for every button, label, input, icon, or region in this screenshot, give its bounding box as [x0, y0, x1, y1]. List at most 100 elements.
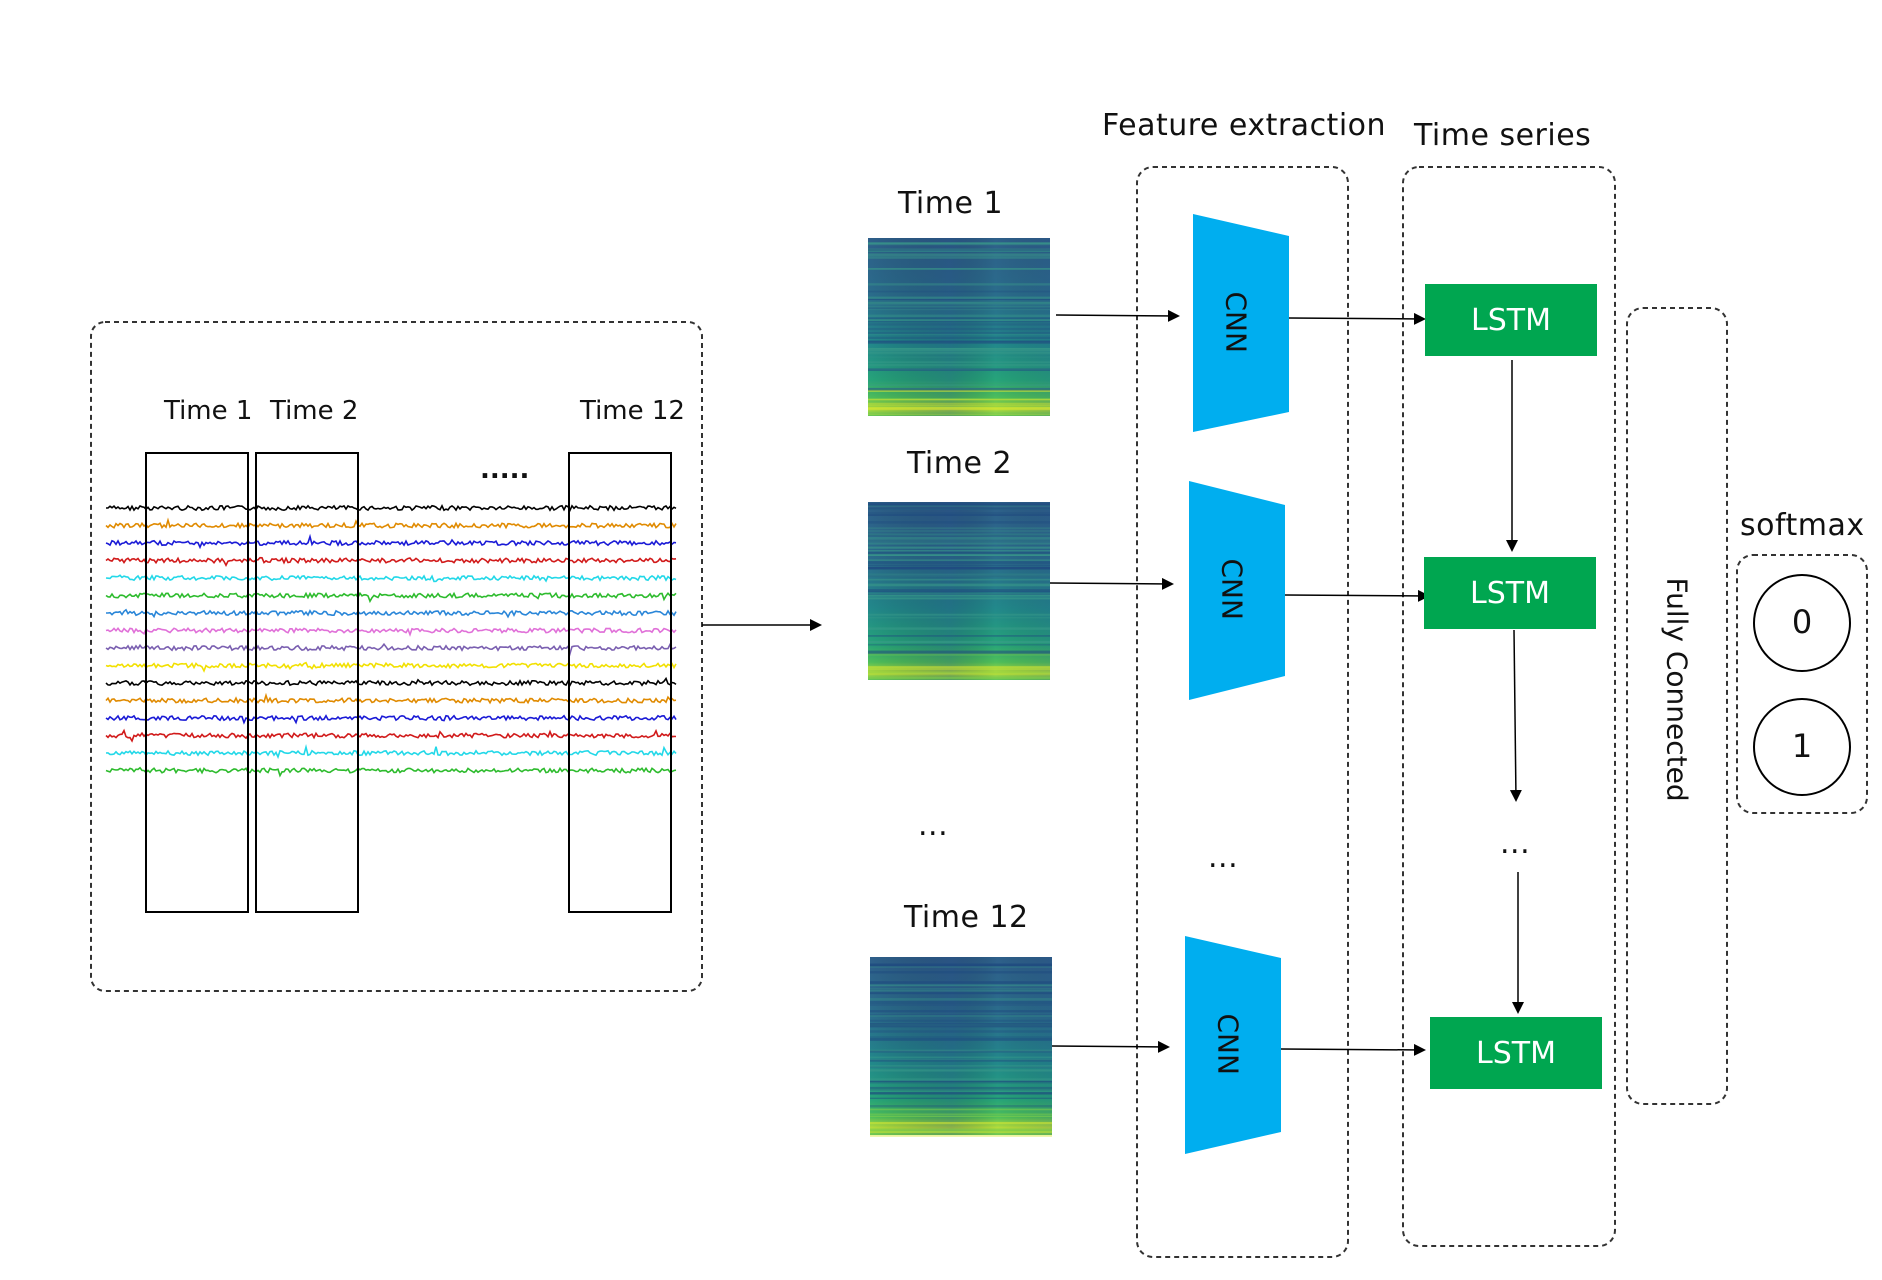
spectrogram-streak — [868, 507, 1050, 510]
spectrogram-streak — [870, 988, 1052, 990]
spectrogram-streak — [870, 1089, 1052, 1091]
spectrogram-streak — [868, 559, 1050, 562]
spectrogram-streak — [870, 1069, 1052, 1072]
spectrogram-streak — [870, 990, 1052, 992]
fully-connected-label: Fully Connected — [1660, 577, 1694, 802]
spectrogram-1-label: Time 1 — [898, 186, 1004, 221]
spectrogram-streak — [868, 550, 1050, 552]
spectrogram-streak — [868, 250, 1050, 253]
spectrogram-1 — [868, 238, 1050, 416]
lstm-block-2: LSTM — [1424, 557, 1596, 629]
spectrogram-streak — [868, 503, 1050, 507]
spectrogram-2-label: Time 2 — [907, 446, 1013, 481]
eeg-channel-trace — [105, 642, 677, 657]
spectrogram-ellipsis: ... — [918, 808, 949, 843]
spectrogram-streak — [870, 1066, 1052, 1068]
spectrogram-streak — [868, 529, 1050, 533]
spectrogram-streak — [870, 1097, 1052, 1099]
spectrogram-12-label: Time 12 — [904, 900, 1029, 935]
spec1-to-cnn-arrow — [1055, 309, 1180, 322]
spectrogram-streak — [868, 573, 1050, 576]
feature-extraction-panel — [1136, 166, 1349, 1258]
eeg-channel-trace — [105, 743, 677, 760]
spectrogram-streak — [868, 283, 1050, 286]
spectrogram-streak — [868, 635, 1050, 637]
eeg-window-12-label: Time 12 — [580, 396, 685, 426]
spectrogram-streak — [868, 405, 1050, 407]
spectrogram-streak — [868, 305, 1050, 309]
spectrogram-streak — [868, 242, 1050, 245]
spectrogram-streak — [868, 368, 1050, 371]
spectrogram-streak — [868, 327, 1050, 331]
spectrogram-streak — [868, 361, 1050, 364]
spectrogram-streak — [868, 534, 1050, 537]
spectrogram-streak — [868, 537, 1050, 539]
spectrogram-streak — [870, 1078, 1052, 1081]
spectrogram-streak — [870, 983, 1052, 987]
spectrogram-streak — [868, 256, 1050, 259]
spectrogram-streak — [868, 405, 1050, 408]
feature-extraction-title: Feature extraction — [1102, 108, 1387, 143]
spectrogram-streak — [870, 1023, 1052, 1027]
lstm-block-12: LSTM — [1430, 1017, 1602, 1089]
spectrogram-streak — [868, 574, 1050, 576]
spectrogram-streak — [870, 1065, 1052, 1068]
spectrogram-streak — [868, 319, 1050, 321]
spectrogram-streak — [868, 243, 1050, 245]
spectrogram-streak — [868, 554, 1050, 556]
spec2-to-cnn-arrow — [1049, 577, 1174, 590]
cnn-block-12-label: CNN — [1211, 1013, 1245, 1075]
spectrogram-streak — [868, 546, 1050, 549]
eeg-window-2-label: Time 2 — [270, 396, 359, 426]
spectrogram-streak — [870, 1088, 1052, 1090]
spectrogram-streak — [868, 502, 1050, 506]
spectrogram-streak — [868, 542, 1050, 545]
spectrogram-streak — [870, 1036, 1052, 1039]
spectrogram-streak — [870, 1050, 1052, 1053]
spectrogram-streak — [868, 627, 1050, 630]
spectrogram-streak — [870, 1010, 1052, 1012]
spectrogram-streak — [870, 1010, 1052, 1013]
spectrogram-streak — [868, 250, 1050, 253]
spectrogram-streak — [868, 323, 1050, 326]
spectrogram-streak — [868, 567, 1050, 570]
spectrogram-streak — [868, 644, 1050, 646]
spectrogram-streak — [868, 253, 1050, 256]
spectrogram-streak — [868, 514, 1050, 516]
softmax-panel — [1736, 554, 1868, 814]
spectrogram-streak — [868, 249, 1050, 251]
spectrogram-streak — [870, 1024, 1052, 1027]
eeg-channel-trace — [105, 661, 677, 673]
spectrogram-streak — [868, 652, 1050, 655]
eeg-channel-trace — [106, 608, 677, 619]
eeg-window-1 — [145, 452, 249, 913]
spectrogram-streak — [870, 1024, 1052, 1028]
cnn-ellipsis: ... — [1208, 840, 1239, 875]
spectrogram-streak — [870, 1001, 1052, 1004]
spectrogram-streak — [870, 1131, 1052, 1134]
cnn-block-1 — [1193, 214, 1289, 432]
spectrogram-streak — [868, 242, 1050, 246]
spectrogram-streak — [868, 399, 1050, 401]
eeg-channel-trace — [105, 556, 677, 567]
spectrogram-streak — [868, 407, 1050, 411]
spectrogram-streak — [870, 982, 1052, 985]
spectrogram-streak — [870, 1023, 1052, 1026]
spectrogram-streak — [868, 406, 1050, 409]
spectrogram-streak — [868, 387, 1050, 391]
spectrogram-streak — [870, 1022, 1052, 1026]
spectrogram-streak — [870, 1080, 1052, 1083]
spectrogram-streak — [870, 966, 1052, 968]
spectrogram-streak — [868, 384, 1050, 386]
spectrogram-2 — [868, 502, 1050, 680]
spectrogram-streak — [868, 407, 1050, 410]
spectrogram-streak — [870, 1108, 1052, 1111]
spectrogram-streak — [868, 363, 1050, 367]
spectrogram-streak — [868, 301, 1050, 305]
spectrogram-streak — [868, 616, 1050, 619]
eeg-channel-trace — [105, 692, 677, 705]
spectrogram-streak — [868, 640, 1050, 644]
spectrogram-streak — [868, 564, 1050, 566]
eeg-channel-trace — [105, 591, 677, 604]
spectrogram-streak — [868, 589, 1050, 592]
